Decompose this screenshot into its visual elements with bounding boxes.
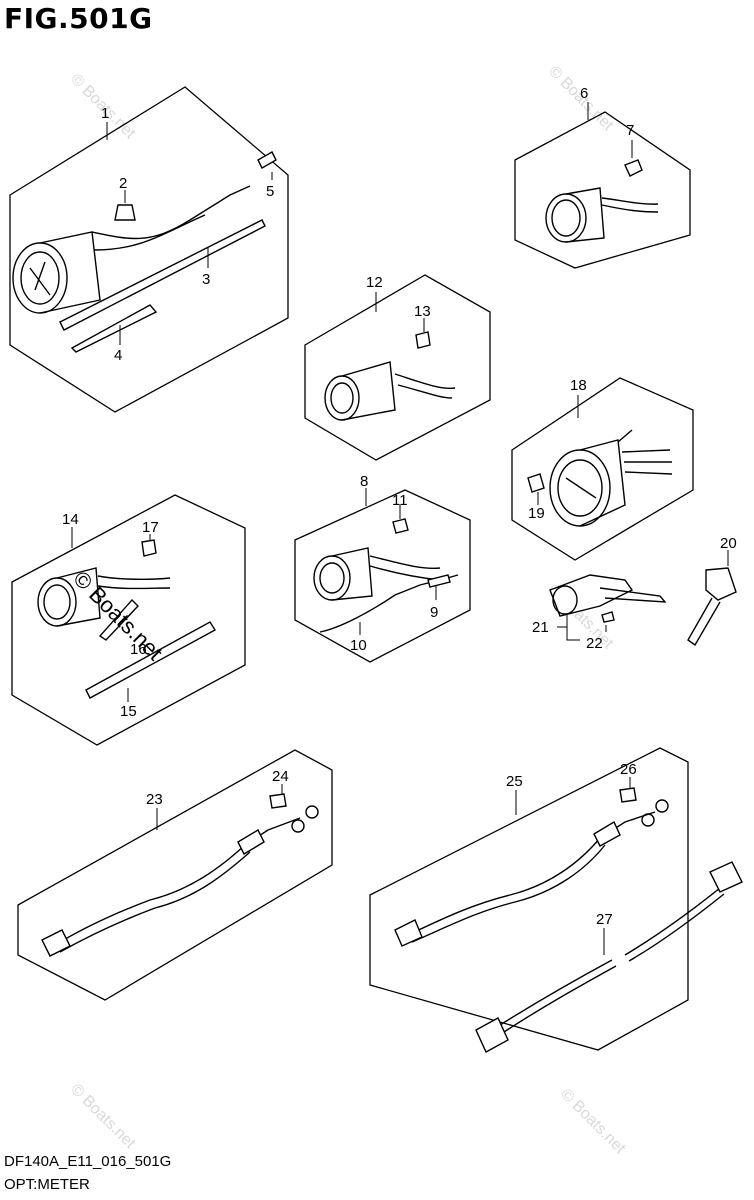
callout-1: 1	[101, 105, 109, 122]
callout-12: 12	[366, 274, 383, 291]
callout-26: 26	[620, 761, 637, 778]
harness-part	[319, 574, 459, 633]
callout-4: 4	[114, 347, 122, 364]
callout-27: 27	[596, 911, 613, 928]
watermark: © Boats.net	[557, 1086, 629, 1158]
footer-caption: OPT:METER	[4, 1176, 90, 1193]
watermarks: © Boats.net © Boats.net © Boats.net © Bo…	[67, 63, 629, 1158]
callout-23: 23	[146, 791, 163, 808]
panel-harness-25: 25 26 27	[369, 747, 743, 1053]
callout-2: 2	[119, 175, 127, 192]
bulb-part	[114, 204, 136, 221]
gauge-part	[313, 547, 441, 601]
panel-meter-18: 18 19	[511, 377, 694, 561]
cable-tie-part	[70, 304, 158, 353]
plug-part	[257, 151, 277, 169]
extension-harness-part-27	[475, 861, 743, 1053]
callout-18: 18	[570, 377, 587, 394]
screw-part-22	[601, 611, 615, 623]
callout-20: 20	[720, 535, 737, 552]
bulb-part	[392, 518, 409, 534]
tube-part	[59, 219, 266, 331]
switch-parts: 20 21 22	[532, 535, 737, 652]
harness-part	[41, 805, 319, 957]
connector-part-26	[619, 787, 637, 803]
gauge-part	[12, 185, 251, 314]
holder-part-21	[549, 574, 667, 617]
panel-meter-6: 6 7	[514, 85, 691, 269]
callout-6: 6	[580, 85, 588, 102]
bulb-part	[141, 539, 157, 557]
callout-7: 7	[626, 122, 634, 139]
callout-3: 3	[202, 271, 210, 288]
connector-part-24	[269, 793, 287, 809]
callout-10: 10	[350, 637, 367, 654]
callout-25: 25	[506, 773, 523, 790]
callout-5: 5	[266, 183, 274, 200]
bulb-part	[624, 159, 643, 177]
footer-code: DF140A_E11_016_501G	[4, 1153, 172, 1170]
callout-22: 22	[586, 635, 603, 652]
panel-harness-23: 23 24	[17, 749, 333, 1001]
panel-meter-12: 12 13	[304, 274, 491, 461]
watermark: © Boats.net	[67, 1081, 139, 1153]
callout-14: 14	[62, 511, 79, 528]
switch-part-20	[687, 567, 737, 647]
tube-part	[85, 621, 216, 699]
callout-13: 13	[414, 303, 431, 320]
figure-title: FIG.501G	[4, 2, 153, 35]
callout-21: 21	[532, 619, 549, 636]
gauge-part	[324, 361, 456, 421]
gauge-part	[549, 429, 673, 527]
bulb-part	[527, 473, 545, 493]
callout-9: 9	[430, 604, 438, 621]
bulb-part	[415, 331, 431, 349]
callout-8: 8	[360, 473, 368, 490]
callout-11: 11	[392, 492, 408, 509]
gauge-part	[545, 187, 659, 243]
gauge-part	[37, 567, 171, 627]
cable-tie-part	[98, 598, 139, 641]
callout-17: 17	[142, 519, 159, 536]
harness-part	[394, 799, 669, 947]
panel-meter-8: 8 11 9 10	[294, 473, 471, 663]
callout-15: 15	[120, 703, 137, 720]
panel-meter-1: 1 2 5 3 4	[9, 86, 289, 413]
callout-16: 16	[130, 641, 147, 658]
callout-19: 19	[528, 505, 545, 522]
callout-24: 24	[272, 768, 289, 785]
panel-meter-14: 14 17 16 15	[11, 494, 246, 746]
